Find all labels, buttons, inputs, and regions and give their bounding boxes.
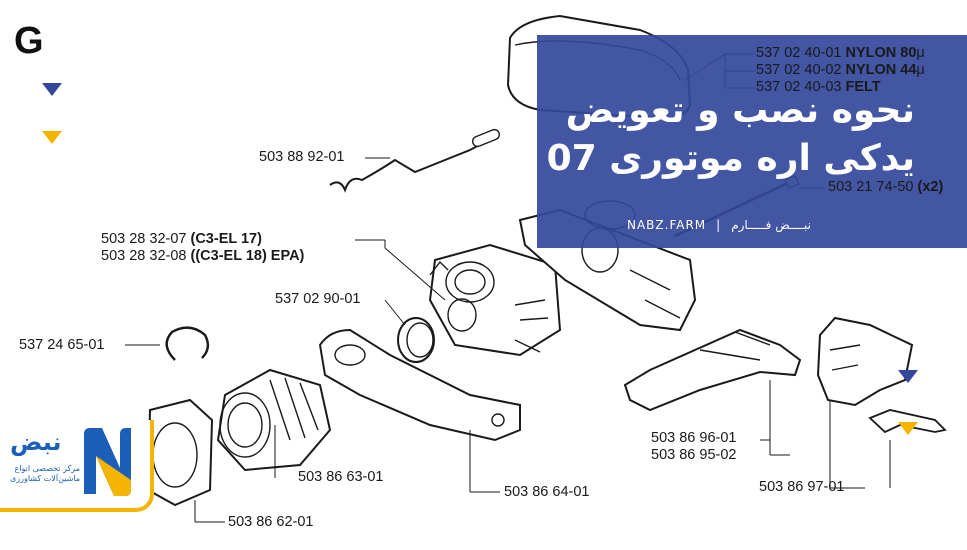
flange [146, 398, 214, 507]
brand-separator: | [716, 218, 722, 232]
part-label: 503 86 95-02 [651, 447, 737, 463]
logo-word: نبض [10, 428, 62, 456]
part-label: 503 86 96-01 [651, 430, 737, 446]
boot-ring [397, 317, 435, 363]
logo-subtitle: مرکز تخصصی انواع ماشین‌آلات کشاورزی [9, 464, 80, 483]
throttle-linkage [623, 328, 802, 412]
carburetor [428, 243, 562, 357]
banner-title: نحوه نصب و تعویض یدکی اره موتوری 07 [535, 87, 915, 183]
part-label: 537 02 40-02 NYLON 44μ [756, 62, 925, 78]
part-label: 503 86 62-01 [228, 514, 314, 530]
banner-title-line1: نحوه نصب و تعویض [565, 90, 915, 131]
logo-mark-icon [84, 428, 131, 496]
part-label: 537 02 90-01 [275, 291, 361, 307]
intake-arm [318, 328, 521, 442]
part-label: 537 24 65-01 [19, 337, 105, 353]
banner-brand: NABZ.FARM | نبــــض فـــــارم [627, 218, 811, 232]
blue-triangle-marker [42, 83, 62, 96]
part-label: 503 21 74-50 (x2) [828, 179, 944, 195]
brand-en: NABZ.FARM [627, 218, 707, 232]
part-label: 503 28 32-08 ((C3-EL 18) EPA) [101, 248, 305, 264]
part-label: 503 28 32-07 (C3-EL 17) [101, 231, 262, 247]
choke-rod [329, 128, 501, 193]
rear-bracket [816, 316, 914, 407]
spring-clip [868, 409, 947, 434]
intake-boot [216, 368, 332, 472]
banner-title-line2: یدکی اره موتوری 07 [546, 138, 915, 179]
brand-fa: نبــــض فـــــارم [731, 218, 811, 232]
section-letter: G [14, 20, 44, 62]
title-banner: نحوه نصب و تعویض یدکی اره موتوری 07 NABZ… [537, 35, 967, 248]
part-label: 537 02 40-01 NYLON 80μ [756, 45, 925, 61]
brand-logo: نبض مرکز تخصصی انواع ماشین‌آلات کشاورزی [0, 420, 154, 512]
part-label: 503 86 64-01 [504, 484, 590, 500]
yellow-triangle-marker [42, 131, 62, 144]
blue-triangle-marker-right [898, 370, 918, 383]
part-label: 503 86 97-01 [759, 479, 845, 495]
part-label: 503 88 92-01 [259, 149, 345, 165]
yellow-triangle-marker-right [898, 422, 918, 435]
circlip [165, 326, 210, 361]
part-label: 503 86 63-01 [298, 469, 384, 485]
part-label: 537 02 40-03 FELT [756, 79, 881, 95]
